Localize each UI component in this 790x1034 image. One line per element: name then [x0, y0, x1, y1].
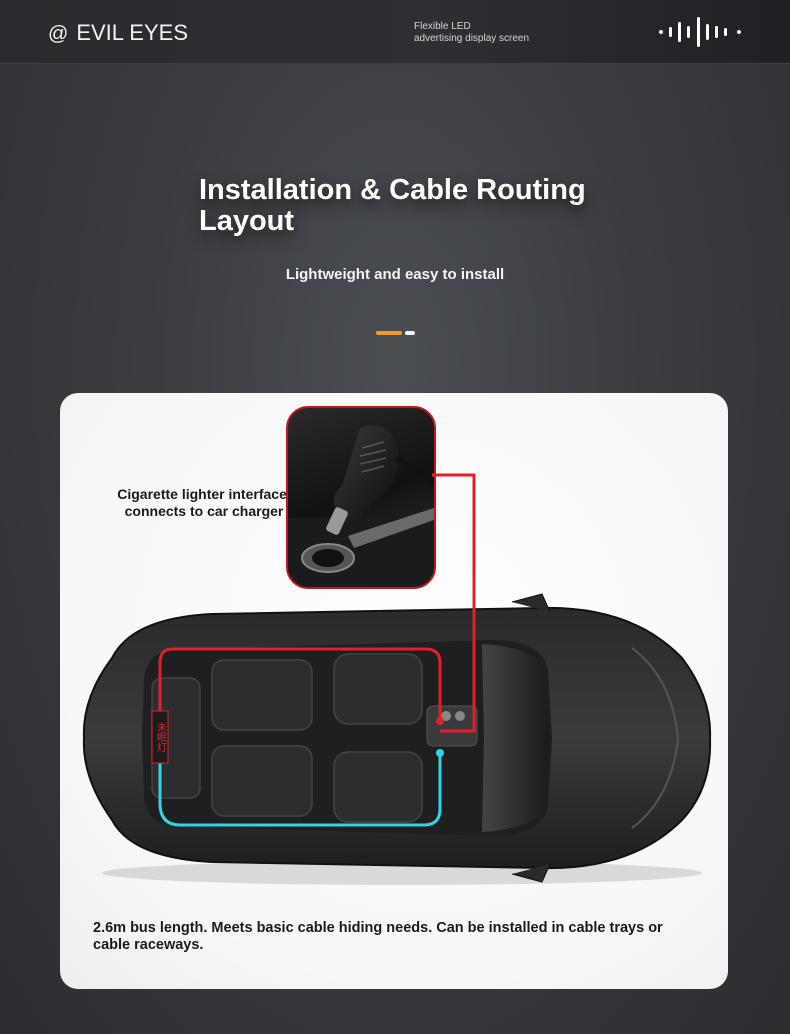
tagline-line2: advertising display screen	[414, 33, 530, 44]
indicator-active[interactable]	[376, 331, 402, 335]
header-bar: @ EVIL EYES Flexible LED advertising disp…	[0, 0, 790, 64]
brand-name: EVIL EYES	[76, 20, 188, 45]
installation-diagram-card: Cigarette lighter interface, connects to…	[60, 393, 728, 989]
brand-prefix: @	[48, 23, 69, 45]
charger-callout: Cigarette lighter interface, connects to…	[117, 486, 291, 519]
cable-length-caption: 2.6m bus length. Meets basic cable hidin…	[93, 920, 663, 953]
sound-wave-icon	[659, 17, 741, 47]
tagline-line1: Flexible LED	[414, 21, 471, 32]
page-subtitle: Lightweight and easy to install	[285, 266, 505, 283]
tagline: Flexible LED advertising display screen	[414, 21, 529, 45]
indicator-inactive[interactable]	[405, 331, 415, 335]
page-title: Installation & Cable Routing Layout	[199, 174, 586, 237]
cigarette-lighter-photo	[286, 406, 436, 589]
brand-logo[interactable]: @ EVIL EYES	[48, 20, 188, 46]
car-top-view	[82, 593, 712, 885]
